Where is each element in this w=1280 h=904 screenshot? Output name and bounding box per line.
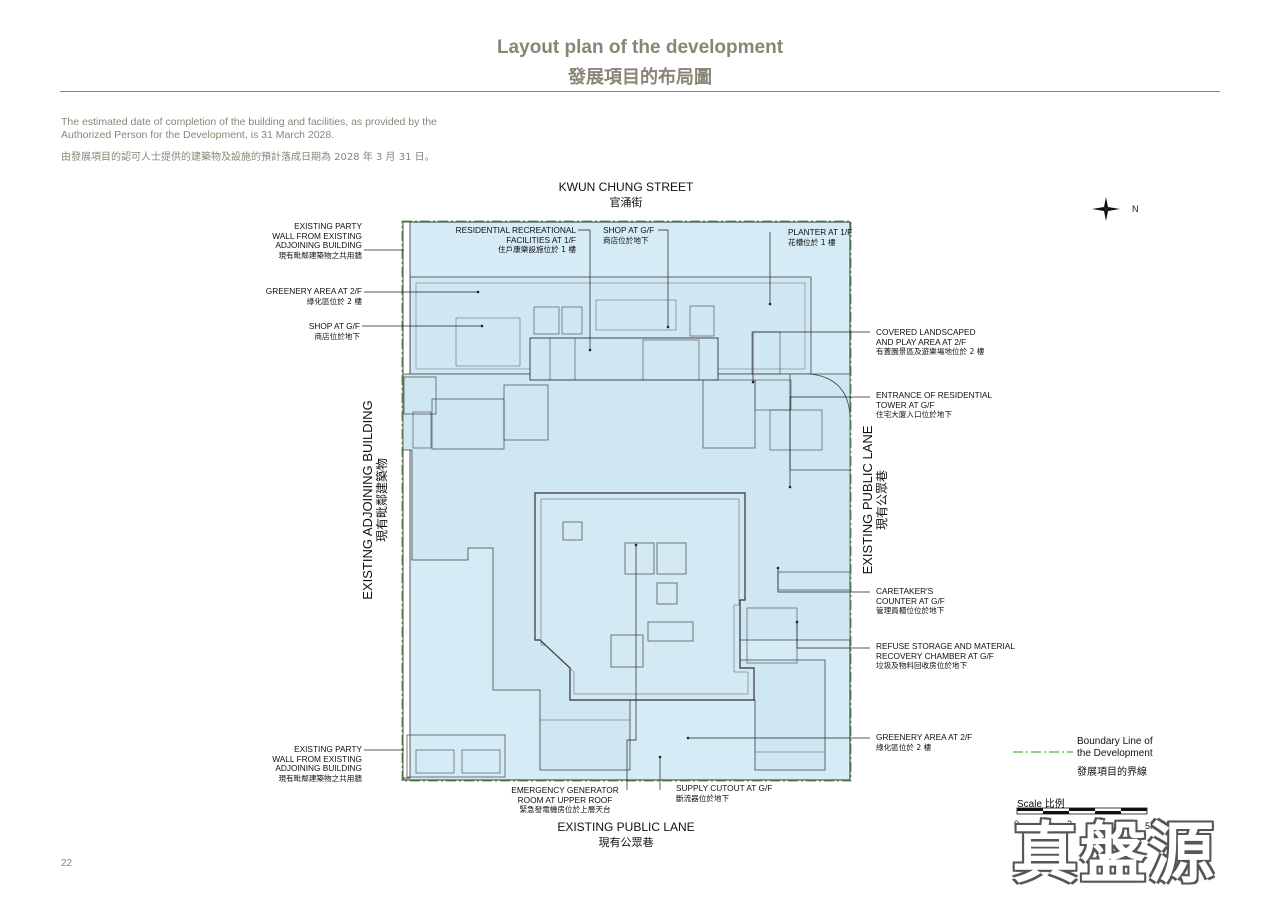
page-title: Layout plan of the development — [496, 37, 784, 58]
scale-tick-3: 3 — [1093, 819, 1099, 829]
scale-bar — [1016, 807, 1148, 815]
page-number: 22 — [61, 858, 73, 869]
page-title-chinese: 發展項目的布局圖 — [568, 67, 712, 88]
scale-label: Scale 比例 — [1017, 799, 1065, 810]
development-boundary-line — [401, 220, 852, 782]
north-label: N — [1132, 204, 1139, 214]
scale-tick-2: 2 — [1067, 819, 1073, 829]
scale-tick-1: 1 — [1041, 819, 1047, 829]
plan-left-wall — [402, 221, 411, 779]
completion-note-chinese: 由發展項目的認可人士提供的建築物及設施的預計落成日期為 2028 年 3 月 3… — [61, 152, 435, 163]
leader-lines — [362, 229, 870, 790]
scale-tick-5: 5M/米 — [1145, 821, 1170, 831]
header-divider — [60, 91, 1220, 92]
north-arrow-icon — [1092, 197, 1120, 221]
legend-boundary-label-chinese: 發展項目的界線 — [1077, 767, 1147, 778]
watermark-logo: 真盤源 — [1012, 815, 1216, 892]
plan-tower-outline — [534, 492, 755, 701]
scale-tick-0: 0 — [1014, 819, 1020, 829]
completion-note-english: The estimated date of completion of the … — [61, 116, 437, 141]
scale-tick-4: 4 — [1119, 819, 1125, 829]
